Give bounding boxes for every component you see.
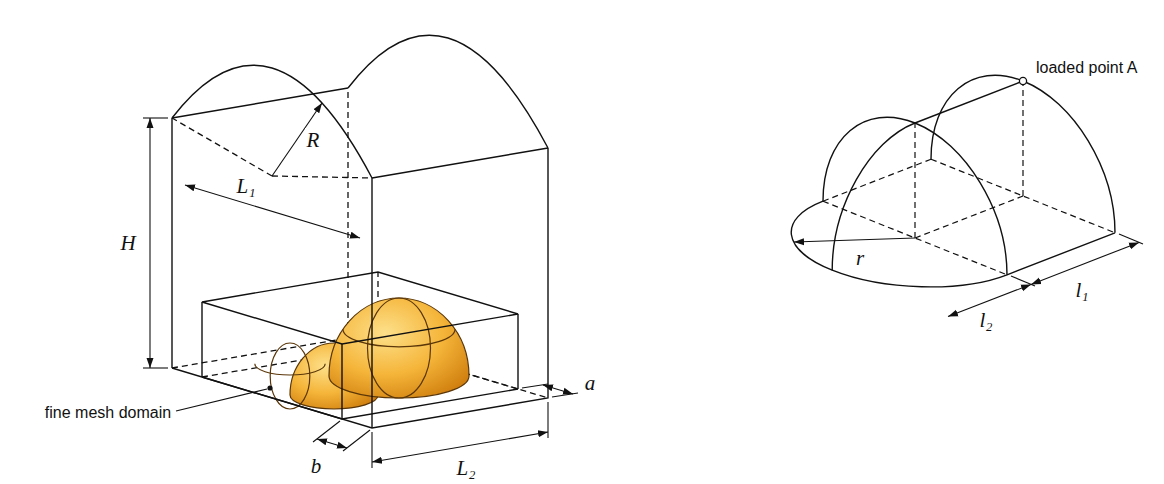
radius-line	[172, 118, 272, 176]
dome-grid-line	[270, 343, 290, 409]
dimensions	[794, 77, 1143, 316]
region-label: fine mesh domain	[43, 404, 173, 422]
dimension-arrow	[185, 185, 360, 238]
extension-line	[343, 430, 370, 451]
domain-edge	[172, 148, 548, 428]
radius-label: r	[854, 246, 866, 270]
fine-mesh-box-edge	[202, 272, 518, 344]
dimension-arrow	[317, 439, 347, 448]
extension-line	[371, 432, 372, 468]
radius-line	[272, 176, 372, 178]
dimension-label: H	[118, 231, 137, 255]
radius-label: R	[305, 128, 322, 152]
dimension-label: L₁	[235, 174, 258, 198]
radius-arrow	[794, 238, 915, 242]
point-label: loaded point A	[1034, 59, 1139, 77]
domain-edge	[171, 118, 172, 368]
hidden-edge	[931, 159, 1115, 233]
dimension-label: l₁	[1073, 278, 1090, 302]
fine-mesh-box-edge	[341, 344, 342, 419]
extension-line	[552, 393, 578, 397]
extension-line	[143, 367, 168, 368]
hidden-edge	[347, 88, 348, 338]
domain-edge	[372, 148, 548, 178]
extension-line	[1119, 234, 1143, 244]
box-edges	[172, 35, 548, 428]
large-dome	[329, 298, 469, 398]
ridge-line	[915, 81, 1023, 123]
meridian-curve	[832, 123, 915, 270]
dome-grid-line	[290, 343, 310, 409]
dome-grid-line	[399, 298, 431, 398]
extension-line	[143, 117, 168, 118]
base-outline	[791, 201, 1115, 287]
arch-curve	[931, 75, 1115, 233]
hidden-edges	[172, 88, 548, 398]
dimension-arrow	[543, 385, 573, 394]
center-line	[915, 196, 1023, 238]
dimension-label: l₂	[977, 308, 994, 332]
center-line	[1022, 81, 1023, 196]
fine-mesh-box-edge	[517, 314, 518, 389]
dome-wireframe	[791, 75, 1115, 287]
domain-edge	[371, 178, 372, 428]
hidden-edges	[823, 81, 1115, 275]
arch-curve	[823, 117, 1007, 275]
dome-group	[255, 298, 469, 409]
fine-mesh-box-edge	[201, 302, 202, 377]
center-line	[914, 123, 915, 238]
dome-grid-line	[343, 329, 455, 347]
dimensions	[143, 103, 578, 468]
load-point	[1019, 77, 1026, 84]
dimension-label: b	[309, 454, 324, 478]
dome-grid-line	[255, 364, 325, 375]
hidden-edge	[823, 159, 931, 201]
radius-arrow	[272, 103, 322, 176]
extension-line	[522, 384, 548, 388]
arch-edge	[172, 65, 372, 178]
dimension-arrow	[149, 118, 150, 368]
fine-mesh-box-edge	[202, 377, 518, 419]
leader-line	[176, 389, 267, 411]
dimension-label: L₂	[455, 456, 478, 480]
dimension-label: a	[583, 371, 598, 395]
leader-dot	[267, 385, 272, 390]
arch-edge	[348, 35, 548, 148]
